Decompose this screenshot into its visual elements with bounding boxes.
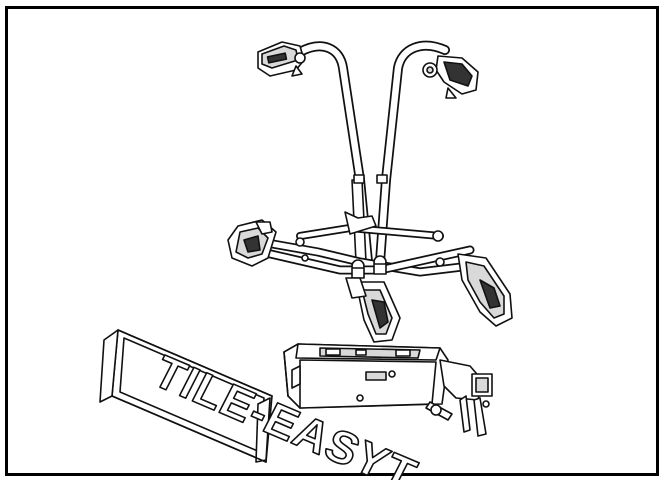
right-wheel-tray	[457, 253, 513, 327]
left-frame-clamp	[257, 41, 306, 77]
left-wheel-holder	[227, 219, 277, 267]
carrier-base-frame	[245, 211, 475, 279]
hitch-mount-base	[283, 343, 449, 409]
right-frame-clamp	[422, 55, 479, 99]
center-wheel-tray	[345, 277, 401, 343]
hitch-clamp	[425, 359, 493, 437]
right-upright-arm	[375, 40, 450, 267]
